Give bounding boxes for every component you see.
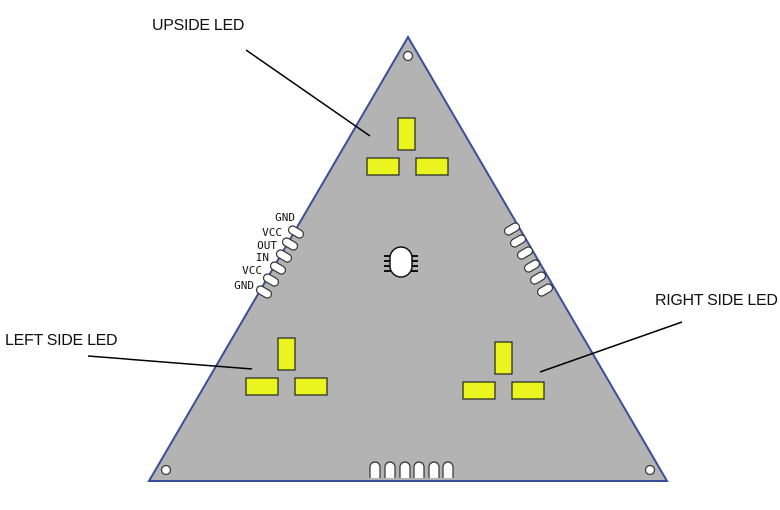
pin-label-gnd: GND	[275, 211, 295, 224]
right-connector-pads	[503, 222, 554, 297]
pin-label-out: OUT	[257, 239, 277, 252]
right-leader-line	[539, 321, 683, 373]
led-pad	[397, 117, 416, 151]
led-pad	[366, 157, 400, 176]
upside-led-label: UPSIDE LED	[152, 17, 245, 34]
led-pad	[294, 377, 328, 396]
mounting-hole-bottom-left	[160, 464, 172, 476]
right-side-led-label: RIGHT SIDE LED	[655, 292, 778, 309]
left-connector-pads	[255, 225, 305, 299]
pin-label-vcc: VCC	[262, 226, 282, 239]
upside-leader-line	[245, 49, 371, 137]
left-leader-line	[87, 355, 253, 370]
led-pad	[462, 381, 496, 400]
pin-label-in: IN	[255, 251, 269, 264]
center-chip	[384, 246, 418, 278]
pin-label-vcc-2: VCC	[242, 264, 262, 277]
pin-label-gnd-2: GND	[234, 279, 254, 292]
led-pad	[511, 381, 545, 400]
led-pad	[277, 337, 296, 371]
upside-led-group	[366, 117, 449, 176]
led-pad	[415, 157, 449, 176]
left-side-led-label: LEFT SIDE LED	[5, 332, 118, 349]
mounting-hole-top	[402, 50, 414, 62]
led-pad	[245, 377, 279, 396]
bottom-connector-pads	[369, 461, 454, 478]
led-pad	[494, 341, 513, 375]
mounting-hole-bottom-right	[644, 464, 656, 476]
left-side-led-group	[245, 337, 328, 396]
right-side-led-group	[462, 341, 545, 400]
